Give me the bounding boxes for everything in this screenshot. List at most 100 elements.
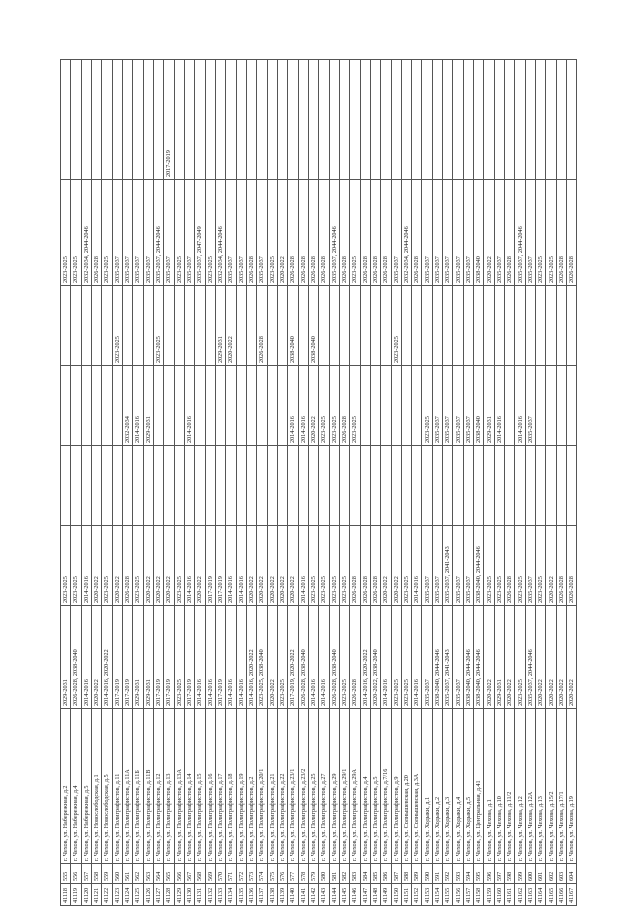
table-cell: 2023-2025, 2038-2040 bbox=[256, 605, 268, 709]
table-cell: 2020-2022 bbox=[380, 525, 391, 606]
table-cell bbox=[318, 445, 330, 526]
table-cell bbox=[143, 285, 154, 366]
table-cell: 2035-2037 bbox=[442, 365, 453, 446]
table-cell: 2035-2037 bbox=[421, 179, 433, 286]
table-cell: 2020-2022 bbox=[535, 605, 546, 709]
table-cell: 41150 bbox=[391, 883, 402, 906]
table-cell: г. Чехов, ул. Полиграфистов, д.25 bbox=[308, 708, 319, 864]
table-cell bbox=[401, 59, 412, 180]
table-cell: 2026-2028, 2038-2040 bbox=[70, 605, 82, 709]
table-cell bbox=[246, 285, 257, 366]
table-cell: 41142 bbox=[308, 883, 319, 906]
table-cell bbox=[194, 445, 206, 526]
table-cell: 2023-2025 bbox=[391, 605, 402, 709]
table-cell: 2038-2040 bbox=[473, 365, 484, 446]
table-cell: 2020-2022 bbox=[267, 525, 278, 606]
table-cell: 41162 bbox=[514, 883, 526, 906]
table-cell: 2029-2031 bbox=[60, 605, 71, 709]
table-cell: 2023-2025 bbox=[318, 525, 330, 606]
table-cell: 599 bbox=[514, 863, 526, 884]
table-cell: 2014-2016, 2020-2022 bbox=[360, 605, 371, 709]
table-cell bbox=[256, 445, 268, 526]
table-cell: 2023-2025 bbox=[174, 525, 185, 606]
table-cell: 2038-2040 bbox=[473, 179, 484, 286]
table-cell: 2035-2037, 2047-2049 bbox=[194, 179, 206, 286]
table-cell bbox=[566, 59, 577, 180]
table-cell bbox=[483, 285, 495, 366]
table-cell bbox=[256, 59, 268, 180]
table-cell bbox=[421, 285, 433, 366]
table-cell bbox=[566, 445, 577, 526]
table-cell bbox=[60, 59, 71, 180]
table-cell: 2026-2028 bbox=[556, 525, 567, 606]
table-cell: 2014-2016, 2020-2022 bbox=[101, 605, 113, 709]
table-cell: 2020-2022 bbox=[308, 365, 319, 446]
table-cell: 2026-2028 bbox=[91, 179, 102, 286]
table-cell bbox=[442, 285, 453, 366]
table-cell: г. Чехов, ул. Чехова, д.12А bbox=[525, 708, 536, 864]
table-cell: 2026-2028 bbox=[411, 179, 422, 286]
table-cell: 41134 bbox=[225, 883, 237, 906]
table-cell: 566 bbox=[174, 863, 185, 884]
table-cell: 2035-2037 bbox=[184, 179, 195, 286]
table-cell: 41130 bbox=[184, 883, 195, 906]
table-cell bbox=[277, 59, 288, 180]
table-cell: 586 bbox=[380, 863, 391, 884]
table-cell bbox=[318, 59, 330, 180]
table-cell: 2014-2016 bbox=[132, 365, 144, 446]
table-cell bbox=[329, 285, 340, 366]
table-cell: 2017-2019 bbox=[122, 605, 133, 709]
table-cell: 2023-2025 bbox=[421, 365, 433, 446]
table-cell: г. Чехов, ул. Набережная, д.2 bbox=[60, 708, 71, 864]
table-cell: г. Чехов, ул. Полиграфистов, д.13 bbox=[163, 708, 175, 864]
table-cell: 2023-2025 bbox=[174, 605, 185, 709]
table-cell: 2014-2016 bbox=[236, 525, 247, 606]
table-cell: г. Чехов, ул. Полиграфистов, д.12 bbox=[153, 708, 164, 864]
table-cell: 2023-2025 bbox=[101, 525, 113, 606]
table-cell: 2035-2037, 2044-2046 bbox=[153, 179, 164, 286]
table-cell bbox=[349, 445, 361, 526]
table-cell bbox=[452, 59, 464, 180]
table-cell bbox=[236, 285, 247, 366]
table-cell: 594 bbox=[463, 863, 474, 884]
table-cell: г. Чехов, ул. Полиграфистов, д.29 bbox=[329, 708, 340, 864]
table-cell: 2026-2028 bbox=[360, 179, 371, 286]
table-cell bbox=[525, 285, 536, 366]
table-cell bbox=[401, 365, 412, 446]
table-cell: г. Чехов, ул. Новослободская, д.1 bbox=[91, 708, 102, 864]
table-cell: 2026-2028 bbox=[246, 179, 257, 286]
table-cell bbox=[360, 445, 371, 526]
table-cell: 598 bbox=[504, 863, 515, 884]
table-cell: 2035-2037, 2044-2046 bbox=[525, 605, 536, 709]
table-cell: 2014-2016 bbox=[318, 605, 330, 709]
table-cell bbox=[380, 285, 391, 366]
table-cell bbox=[514, 445, 526, 526]
table-cell: г. Чехов, ул. Ходыки, д.1 bbox=[421, 708, 433, 864]
table-cell bbox=[463, 59, 474, 180]
table-cell: 579 bbox=[308, 863, 319, 884]
table-cell bbox=[225, 59, 237, 180]
table-cell: г. Чехов, ул. Ходыки, д.5 bbox=[463, 708, 474, 864]
table-cell bbox=[246, 365, 257, 446]
table-cell: 574 bbox=[256, 863, 268, 884]
table-cell bbox=[370, 59, 381, 180]
table-cell: 2023-2025 bbox=[349, 179, 361, 286]
table-cell: 2023-2025 bbox=[545, 179, 557, 286]
table-cell: 2035-2037, 2041-2043 bbox=[442, 525, 453, 606]
table-cell: г. Чехов, ул. Полиграфистов, д.11В bbox=[143, 708, 154, 864]
table-cell: г. Чехов, ул. Полиграфистов, д.14 bbox=[184, 708, 195, 864]
table-cell: 41148 bbox=[370, 883, 381, 906]
table-cell bbox=[70, 445, 82, 526]
table-cell bbox=[101, 59, 113, 180]
table-cell: 2023-2025 bbox=[308, 525, 319, 606]
